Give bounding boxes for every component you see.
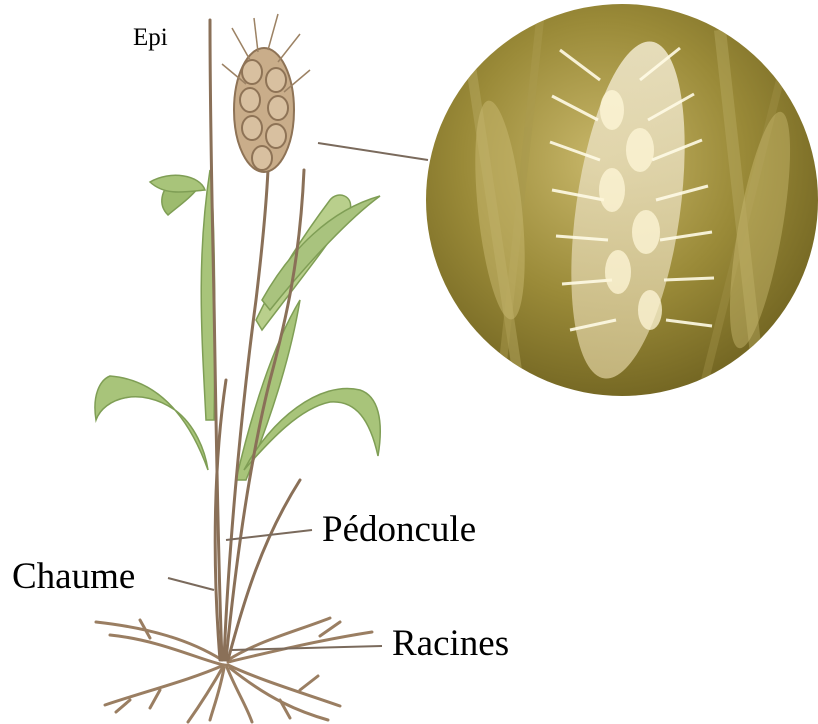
magnified-ear-photo bbox=[426, 4, 818, 400]
label-racines: Racines bbox=[392, 622, 509, 665]
label-chaume: Chaume bbox=[12, 555, 135, 598]
label-pedoncule: Pédoncule bbox=[322, 508, 476, 551]
label-epi: Epi bbox=[133, 24, 168, 52]
leaves bbox=[95, 170, 380, 480]
wheat-ear bbox=[222, 14, 310, 172]
ear-leader-line bbox=[318, 143, 428, 160]
